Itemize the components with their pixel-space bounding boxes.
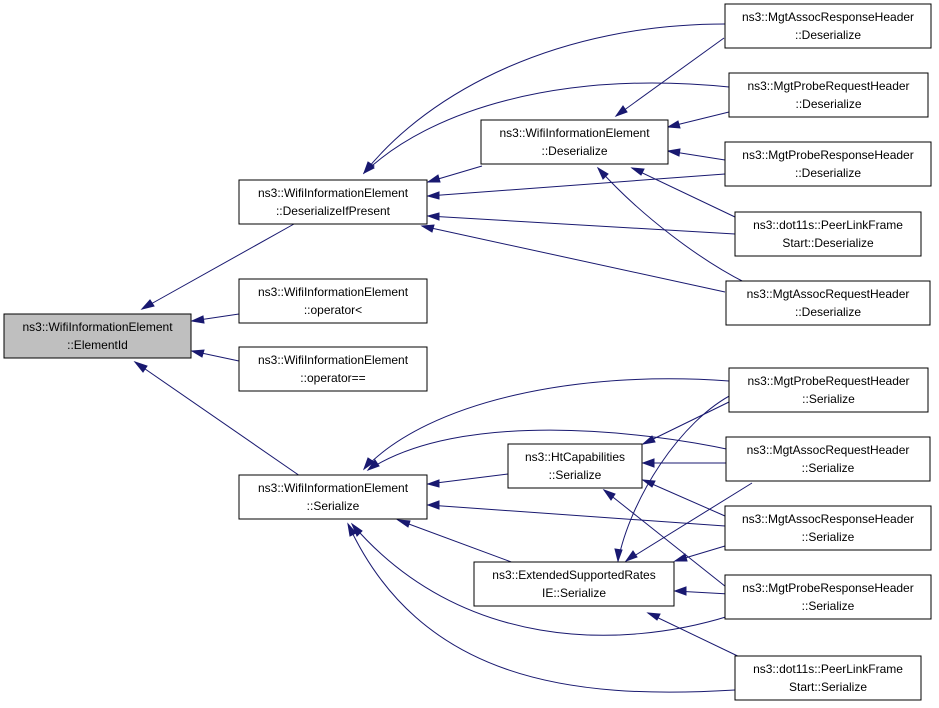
svg-text:::Serialize: ::Serialize [307,499,360,513]
svg-text:ns3::MgtProbeResponseHeader: ns3::MgtProbeResponseHeader [742,148,913,162]
edge-mareqs-to-htser [641,458,736,468]
svg-text:::Serialize: ::Serialize [802,599,855,613]
node-operator-equal[interactable]: ns3::WifiInformationElement ::operator== [238,346,428,392]
node-deserialize-if-present[interactable]: ns3::WifiInformationElement ::Deserializ… [238,179,428,225]
edge-mprespd-to-dip [426,173,726,200]
edge-mpresps-to-esrser [673,586,730,596]
node-mgtassocresponse-serialize[interactable]: ns3::MgtAssocResponseHeader ::Serialize [724,505,932,551]
node-wie-deserialize[interactable]: ns3::WifiInformationElement ::Deserializ… [480,119,669,165]
svg-text:ns3::MgtProbeResponseHeader: ns3::MgtProbeResponseHeader [742,581,913,595]
edge-htser-to-ser [426,473,509,488]
edge-plfd-to-dip [426,212,736,235]
edge-mpreqd-to-wdes [666,111,730,129]
svg-text:::Deserialize: ::Deserialize [795,28,861,42]
node-mgtassocrequest-serialize[interactable]: ns3::MgtAssocRequestHeader ::Serialize [725,436,931,482]
edge-plfs-to-esrser [646,612,747,661]
svg-text:Start::Deserialize: Start::Deserialize [782,236,874,250]
node-mgtproberequest-deserialize[interactable]: ns3::MgtProbeRequestHeader ::Deserialize [728,72,929,118]
svg-text:::Deserialize: ::Deserialize [541,144,607,158]
node-mgtassocresponse-deserialize[interactable]: ns3::MgtAssocResponseHeader ::Deserializ… [724,3,932,49]
edge-maresps-to-ser [426,500,726,527]
edge-esrser-to-ser [396,519,515,564]
node-htcapabilities-serialize[interactable]: ns3::HtCapabilities ::Serialize [507,443,643,489]
svg-text:ns3::WifiInformationElement: ns3::WifiInformationElement [499,126,650,140]
edge-plfd-to-wdes [630,167,736,218]
node-mgtproberesponse-deserialize[interactable]: ns3::MgtProbeResponseHeader ::Deserializ… [724,141,932,187]
edge-oplt-to-root [190,313,240,324]
edge-wdes-to-dip [426,165,483,183]
edge-mareqd-to-dip [420,224,726,293]
edge-mpreqs-to-htser [641,401,730,445]
svg-text:ns3::MgtAssocResponseHeader: ns3::MgtAssocResponseHeader [742,512,914,526]
svg-text:::Deserialize: ::Deserialize [795,305,861,319]
edge-dip-to-root [140,223,295,310]
svg-text:ns3::WifiInformationElement: ns3::WifiInformationElement [258,353,409,367]
svg-text:::operator==: ::operator== [300,371,365,385]
svg-text:::DeserializeIfPresent: ::DeserializeIfPresent [276,204,391,218]
svg-text:ns3::WifiInformationElement: ns3::WifiInformationElement [258,186,409,200]
node-mgtproberequest-serialize[interactable]: ns3::MgtProbeRequestHeader ::Serialize [728,367,929,413]
edge-ser-to-root [133,360,301,477]
svg-text:ns3::MgtAssocResponseHeader: ns3::MgtAssocResponseHeader [742,10,914,24]
edge-maresps-to-esrser [673,545,726,562]
svg-text:ns3::dot11s::PeerLinkFrame: ns3::dot11s::PeerLinkFrame [753,662,903,676]
edge-mpresps-to-ser [350,522,730,636]
node-extsupportedrates-serialize[interactable]: ns3::ExtendedSupportedRates IE::Serializ… [473,561,675,607]
node-peerlinkframe-deserialize[interactable]: ns3::dot11s::PeerLinkFrame Start::Deseri… [734,211,922,257]
svg-text:::Serialize: ::Serialize [802,530,855,544]
svg-text:ns3::ExtendedSupportedRates: ns3::ExtendedSupportedRates [492,568,655,582]
svg-text:ns3::dot11s::PeerLinkFrame: ns3::dot11s::PeerLinkFrame [753,218,903,232]
svg-text:::ElementId: ::ElementId [67,338,128,352]
edge-mprespd-to-wdes [666,148,726,161]
svg-text:ns3::WifiInformationElement: ns3::WifiInformationElement [258,481,409,495]
edge-plfs-to-ser [347,522,736,693]
svg-text:ns3::WifiInformationElement: ns3::WifiInformationElement [22,320,173,334]
svg-text:IE::Serialize: IE::Serialize [542,586,606,600]
svg-text:ns3::WifiInformationElement: ns3::WifiInformationElement [258,285,409,299]
node-mgtproberesponse-serialize[interactable]: ns3::MgtProbeResponseHeader ::Serialize [724,574,932,620]
edge-mpreqs-to-esrser [614,392,736,563]
svg-text:ns3::MgtAssocRequestHeader: ns3::MgtAssocRequestHeader [747,287,910,301]
edge-marespd-to-wdes [614,37,725,118]
svg-text:::Serialize: ::Serialize [802,392,855,406]
node-mgtassocrequest-deserialize[interactable]: ns3::MgtAssocRequestHeader ::Deserialize [725,280,931,326]
node-element-id[interactable]: ns3::WifiInformationElement ::ElementId [3,313,192,359]
svg-text:::Serialize: ::Serialize [802,461,855,475]
svg-text:ns3::MgtProbeRequestHeader: ns3::MgtProbeRequestHeader [747,374,909,388]
svg-text:::Serialize: ::Serialize [549,468,602,482]
edge-mpreqd-to-dip [362,82,730,175]
svg-text:Start::Serialize: Start::Serialize [789,680,867,694]
svg-text:::operator<: ::operator< [304,303,362,317]
edge-opeq-to-root [190,349,240,362]
svg-text:ns3::MgtAssocRequestHeader: ns3::MgtAssocRequestHeader [747,443,910,457]
edge-maresps-to-htser [641,479,726,517]
edge-mareqs-to-ser [366,429,737,472]
node-operator-less[interactable]: ns3::WifiInformationElement ::operator< [238,278,428,324]
svg-text:ns3::HtCapabilities: ns3::HtCapabilities [525,450,625,464]
svg-text:::Deserialize: ::Deserialize [795,166,861,180]
svg-text:::Deserialize: ::Deserialize [795,97,861,111]
edge-mareqs-to-esrser [624,482,753,563]
edge-mpreqs-to-ser [362,378,730,471]
edge-mareqd-to-wdes [596,166,747,284]
node-wie-serialize[interactable]: ns3::WifiInformationElement ::Serialize [238,474,428,520]
node-peerlinkframe-serialize[interactable]: ns3::dot11s::PeerLinkFrame Start::Serial… [734,655,922,701]
svg-text:ns3::MgtProbeRequestHeader: ns3::MgtProbeRequestHeader [747,79,909,93]
